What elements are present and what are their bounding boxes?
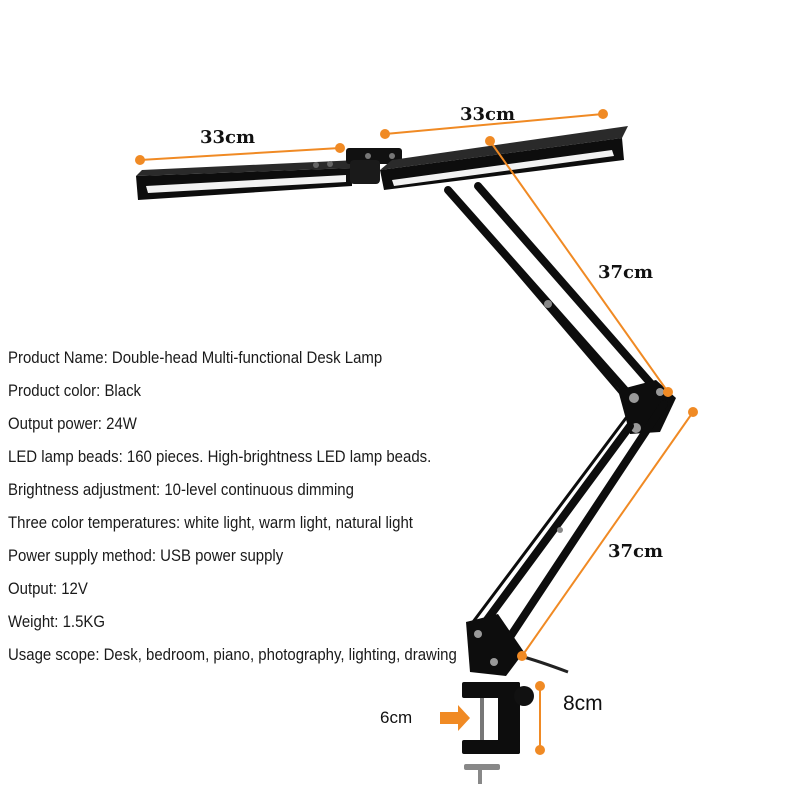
lower-arm (468, 400, 668, 644)
upper-arm (444, 182, 664, 404)
dimension-label: 37cm (608, 541, 664, 562)
dimension-label: 33cm (460, 104, 516, 125)
specification-list: Product Name: Double-head Multi-function… (8, 344, 457, 674)
spec-item: Usage scope: Desk, bedroom, piano, photo… (8, 645, 457, 664)
spec-item: Three color temperatures: white light, w… (8, 513, 413, 532)
lamp-head-right (380, 126, 628, 190)
spec-item: Product Name: Double-head Multi-function… (8, 348, 383, 367)
arrow-right-icon (440, 705, 470, 731)
spec-item: Weight: 1.5KG (8, 612, 106, 631)
dimension-label: 37cm (598, 262, 654, 283)
spring-pin (557, 527, 563, 533)
elbow-joint (618, 380, 676, 434)
spec-item: Brightness adjustment: 10-level continuo… (8, 480, 354, 499)
base-joint (466, 614, 524, 676)
dimension-label: 33cm (200, 127, 256, 148)
lamp-head-left (136, 160, 358, 200)
spec-item: Output: 12V (8, 579, 88, 598)
spring-pin (544, 300, 552, 308)
spec-item: Output power: 24W (8, 414, 137, 433)
dimension-lines (135, 109, 698, 755)
dimension-label: 6cm (380, 708, 413, 727)
spec-item: LED lamp beads: 160 pieces. High-brightn… (8, 447, 432, 466)
power-cable (519, 654, 569, 674)
clamp (462, 682, 534, 784)
spec-item: Power supply method: USB power supply (8, 546, 284, 565)
spec-item: Product color: Black (8, 381, 142, 400)
lamp-joint (346, 148, 402, 184)
dimension-label: 8cm (563, 692, 603, 715)
